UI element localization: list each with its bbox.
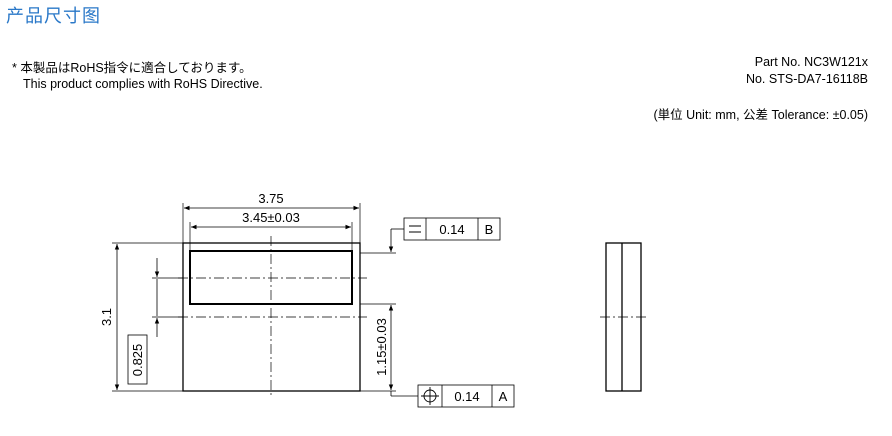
basic-dimension-box — [127, 334, 148, 385]
tolerance-frame-parallelism: 0.14 B — [403, 217, 501, 241]
rohs-note-en: This product complies with RoHS Directiv… — [23, 77, 263, 91]
units-tolerance: (単位 Unit: mm, 公差 Tolerance: ±0.05) — [653, 108, 868, 122]
parallelism-tolerance: 0.14 — [439, 222, 464, 237]
dimension-3-1: 3.1 — [99, 308, 114, 326]
part-number: Part No. NC3W121x — [754, 55, 868, 69]
dimension-0-825: 0.825 — [130, 344, 145, 377]
datum-b: B — [485, 222, 494, 237]
parallelism-icon — [409, 225, 421, 233]
component-side-view — [600, 242, 648, 392]
dimension-3-45: 3.45±0.03 — [242, 210, 300, 225]
position-tolerance: 0.14 — [454, 389, 479, 404]
document-number: No. STS-DA7-16118B — [745, 72, 868, 86]
rohs-note: * 本製品はRoHS指令に適合しております。 This product comp… — [12, 60, 263, 92]
dimension-1-15: 1.15±0.03 — [374, 318, 389, 376]
position-icon — [421, 387, 439, 405]
tolerance-frame-position: 0.14 A — [390, 384, 515, 408]
part-info: Part No. NC3W121x No. STS-DA7-16118B — [746, 54, 868, 88]
datum-a: A — [499, 389, 508, 404]
page-title: 产品尺寸图 — [6, 6, 101, 27]
rohs-note-jp: * 本製品はRoHS指令に適合しております。 — [12, 61, 252, 75]
dimension-3-75: 3.75 — [258, 191, 283, 206]
